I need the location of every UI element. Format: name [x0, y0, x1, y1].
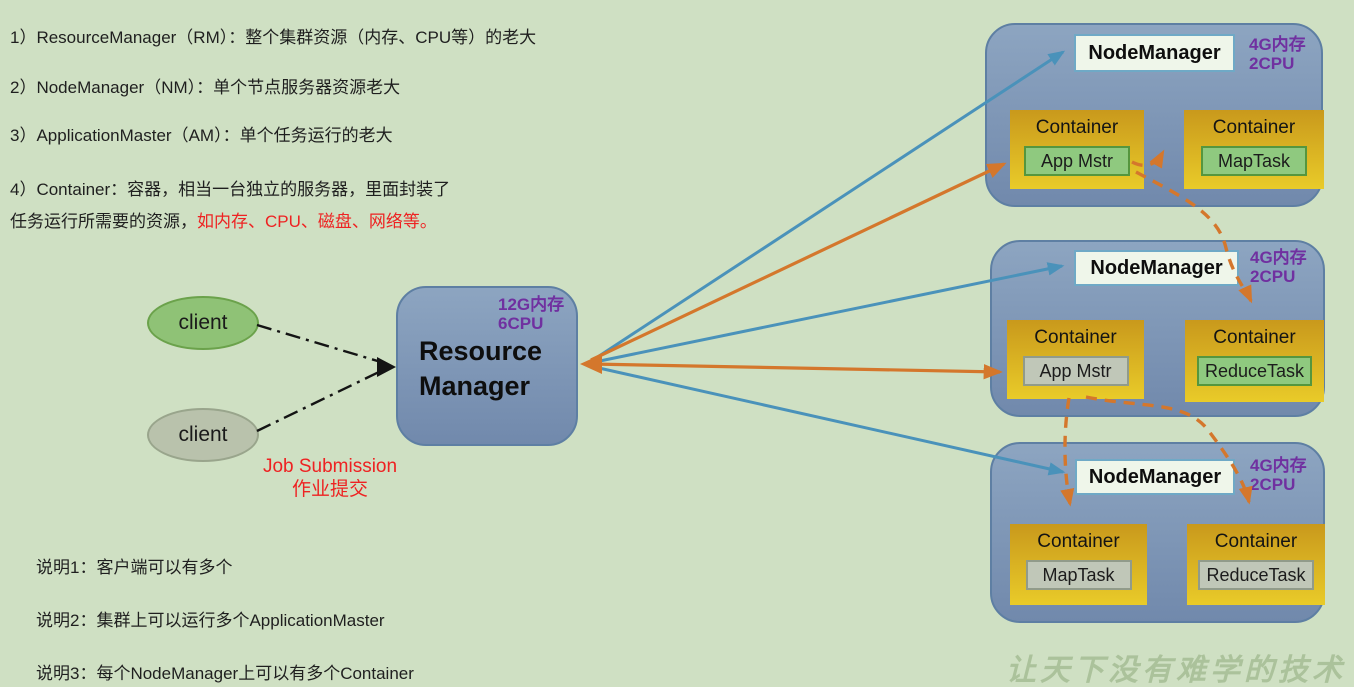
note-line-2: 说明2：集群上可以运行多个ApplicationMaster	[36, 611, 385, 630]
nodemanager-label: NodeManager	[1074, 34, 1235, 72]
arrow-rm-to-appmstr1-orange	[590, 162, 1007, 362]
arrowhead-into-rm-black	[377, 357, 396, 377]
container-box: Container MapTask	[1184, 110, 1324, 189]
client-label: client	[178, 311, 228, 334]
arrowhead-into-rm-orange	[580, 354, 602, 374]
definition-line-3: 3）ApplicationMaster（AM）：单个任务运行的老大	[10, 126, 393, 145]
arrow-client1-to-rm	[256, 323, 382, 364]
job-submission-line-zh: 作业提交	[291, 479, 368, 500]
task-box-maptask: MapTask	[1025, 560, 1132, 590]
note-line-1: 说明1：客户端可以有多个	[36, 558, 233, 577]
container-box: Container App Mstr	[1007, 320, 1144, 399]
watermark-text: 让天下没有难学的技术	[1006, 653, 1346, 687]
container-box: Container ReduceTask	[1185, 320, 1324, 402]
resource-manager-box: 12G内存 6CPU Resource Manager	[396, 286, 578, 446]
task-box-reducetask: ReduceTask	[1196, 356, 1313, 386]
rm-spec-memory: 12G内存	[498, 295, 565, 314]
node-manager-group-3: NodeManager 4G内存 2CPU Container MapTask …	[990, 442, 1325, 623]
definition-line-4: 4）Container：容器，相当一台独立的服务器，里面封装了	[10, 180, 451, 199]
container-box: Container ReduceTask	[1187, 524, 1325, 605]
note-line-3: 说明3：每个NodeManager上可以有多个Container	[36, 664, 414, 683]
arrow-client2-to-rm	[256, 370, 380, 433]
definition-line-5-red: 如内存、CPU、磁盘、网络等。	[197, 212, 437, 231]
task-box-app-mstr: App Mstr	[1024, 146, 1130, 176]
task-box-reducetask: ReduceTask	[1198, 560, 1314, 590]
job-submission-caption: Job Submission 作业提交	[246, 455, 414, 501]
arrow-rm-to-appmstr2-orange	[590, 362, 1003, 380]
node-manager-group-2: NodeManager 4G内存 2CPU Container App Mstr…	[990, 240, 1325, 417]
nodemanager-label: NodeManager	[1075, 459, 1235, 495]
definition-line-5: 任务运行所需要的资源，如内存、CPU、磁盘、网络等。	[10, 207, 437, 232]
task-box-app-mstr: App Mstr	[1022, 356, 1129, 386]
node-manager-group-1: NodeManager 4G内存 2CPU Container App Mstr…	[985, 23, 1324, 207]
task-box-maptask: MapTask	[1201, 146, 1307, 176]
resource-manager-title: Resource Manager	[419, 336, 543, 401]
container-box: Container App Mstr	[1010, 110, 1144, 189]
nodemanager-label: NodeManager	[1074, 250, 1239, 286]
client-node-1: client	[147, 296, 259, 350]
nm-spec: 4G内存 2CPU	[1249, 35, 1306, 73]
job-submission-line-en: Job Submission	[262, 456, 398, 477]
definition-line-1: 1）ResourceManager（RM）：整个集群资源（内存、CPU等）的老大	[10, 28, 537, 47]
resource-manager-spec: 12G内存 6CPU	[498, 295, 564, 333]
nm-spec: 4G内存 2CPU	[1250, 248, 1307, 286]
nm-spec: 4G内存 2CPU	[1250, 456, 1307, 494]
rm-spec-cpu: 6CPU	[498, 314, 544, 333]
client-label: client	[178, 423, 228, 446]
definition-line-5-black: 任务运行所需要的资源，	[10, 212, 197, 231]
definition-line-2: 2）NodeManager（NM）：单个节点服务器资源老大	[10, 78, 401, 97]
container-box: Container MapTask	[1010, 524, 1147, 605]
client-node-2: client	[147, 408, 259, 462]
